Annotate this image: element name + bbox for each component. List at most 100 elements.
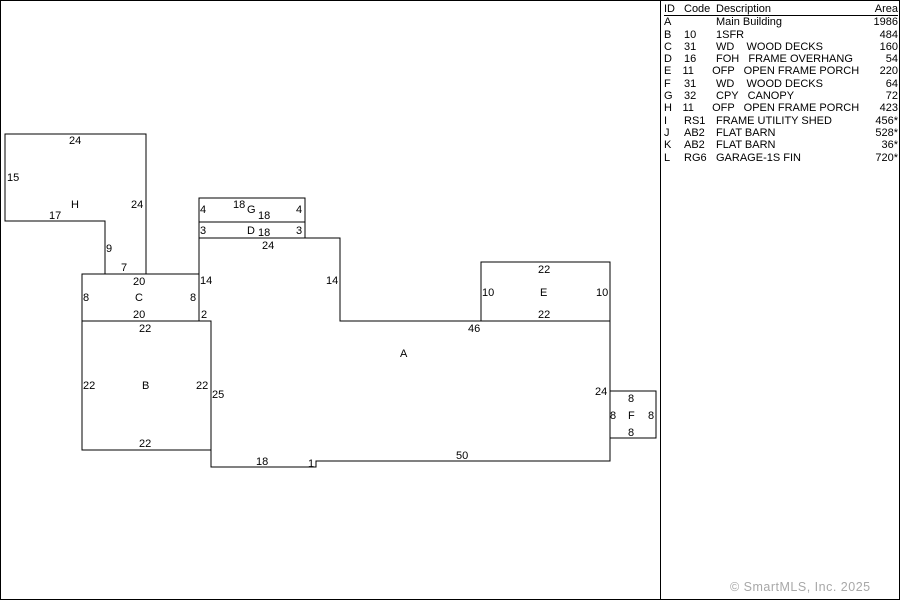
legend-cell-code: 11 — [682, 102, 694, 115]
area-label-a: A — [400, 348, 408, 360]
legend-cell-code: AB2 — [684, 126, 705, 139]
legend-header-code: Code — [684, 3, 711, 15]
dim-a-small: 2 — [201, 309, 207, 321]
legend-cell-id: F — [664, 77, 671, 90]
dim-a-right-inner: 14 — [326, 275, 338, 287]
legend-cell-code: RG6 — [684, 151, 707, 164]
legend-header-id: ID — [664, 3, 675, 15]
legend-cell-description: OFP OPEN FRAME PORCH — [712, 102, 860, 115]
legend-header-description: Description — [716, 3, 772, 15]
legend-cell-id: A — [664, 16, 672, 29]
copyright-watermark: © SmartMLS, Inc. 2025 — [730, 580, 871, 594]
legend-row: F 31 WD WOOD DECKS 64 — [664, 78, 898, 90]
dim-e-top: 22 — [538, 264, 550, 276]
legend-row: A Main Building 1986 — [664, 16, 898, 28]
dim-h-top: 24 — [69, 135, 81, 147]
area-label-c: C — [135, 292, 143, 304]
legend-cell-code: 16 — [684, 53, 697, 66]
dim-b-bottom: 22 — [139, 438, 151, 450]
legend-cell-description: OFP OPEN FRAME PORCH — [712, 65, 860, 78]
dim-d-right: 3 — [296, 225, 302, 237]
legend-cell-code: 10 — [684, 28, 697, 41]
area-e-outline — [480, 261, 611, 322]
legend-cell-id: G — [664, 90, 673, 103]
legend-header-area: Area — [874, 3, 898, 15]
dim-h-bottom: 17 — [49, 210, 61, 222]
dim-a-bottom-left: 18 — [256, 456, 268, 468]
area-label-h: H — [71, 199, 79, 211]
legend-cell-id: J — [664, 126, 670, 139]
legend-cell-id: D — [664, 53, 672, 66]
area-f-outline — [609, 390, 657, 439]
legend-cell-area: 54 — [885, 53, 898, 66]
dim-a-right: 24 — [595, 386, 607, 398]
dim-e-left: 10 — [482, 287, 494, 299]
legend-cell-area: 160 — [879, 40, 898, 53]
dim-e-bottom: 22 — [538, 309, 550, 321]
legend-header: ID Code Description Area — [664, 3, 898, 17]
dim-g-top: 18 — [233, 199, 245, 211]
legend-row: E 11 OFP OPEN FRAME PORCH 220 — [664, 65, 898, 77]
legend-cell-area: 72 — [885, 90, 898, 103]
dim-b-left: 22 — [83, 380, 95, 392]
dim-e-right: 10 — [596, 287, 608, 299]
dim-b-right: 22 — [196, 380, 208, 392]
legend-cell-description: FOH FRAME OVERHANG — [716, 53, 853, 66]
dim-a-lower-left: 25 — [212, 389, 224, 401]
legend-cell-id: C — [664, 40, 672, 53]
legend-cell-code: RS1 — [684, 114, 706, 127]
legend-cell-code: 11 — [682, 65, 694, 78]
legend-cell-description: Main Building — [716, 16, 783, 29]
legend-cell-area: 64 — [885, 77, 898, 90]
panel-divider — [660, 0, 661, 600]
legend-cell-code: 31 — [684, 77, 697, 90]
dim-a-top-left: 24 — [262, 240, 274, 252]
dim-f-bottom: 8 — [628, 427, 634, 439]
legend-cell-description: WD WOOD DECKS — [716, 40, 823, 53]
legend-cell-area: 484 — [879, 28, 898, 41]
area-label-e: E — [540, 287, 547, 299]
dim-b-top: 22 — [139, 323, 151, 335]
dim-h-inner-bottom: 7 — [121, 262, 127, 274]
legend-cell-description: GARAGE-1S FIN — [716, 151, 801, 164]
dim-f-right: 8 — [648, 410, 654, 422]
legend-cell-code — [684, 16, 716, 28]
dim-g-right: 4 — [296, 204, 302, 216]
legend-cell-id: K — [664, 139, 672, 152]
dim-c-left: 8 — [83, 292, 89, 304]
legend-cell-id: H — [664, 102, 672, 115]
dim-f-left: 8 — [610, 410, 616, 422]
legend-cell-id: B — [664, 28, 672, 41]
legend-cell-description: CPY CANOPY — [716, 90, 795, 103]
dim-c-right: 8 — [190, 292, 196, 304]
dim-d-left: 3 — [200, 225, 206, 237]
legend-cell-description: FRAME UTILITY SHED — [716, 114, 832, 127]
legend-cell-area: 220 — [879, 65, 898, 78]
dim-h-left: 15 — [7, 172, 19, 184]
legend-cell-code: AB2 — [684, 139, 705, 152]
dim-a-notch: 1 — [308, 458, 314, 470]
legend-cell-area: 423 — [879, 102, 898, 115]
legend-cell-area: 1986 — [873, 16, 898, 29]
legend-cell-id: E — [664, 65, 672, 78]
legend-cell-area: 36* — [881, 139, 898, 152]
area-label-b: B — [142, 380, 149, 392]
area-a-outline — [198, 237, 611, 468]
legend-cell-id: L — [664, 151, 671, 164]
legend-row: D 16 FOH FRAME OVERHANG 54 — [664, 53, 898, 65]
area-label-d: D — [247, 225, 255, 237]
legend-cell-id: I — [664, 114, 668, 127]
dim-c-bottom: 20 — [133, 309, 145, 321]
dim-g-left: 4 — [200, 204, 206, 216]
legend-cell-description: WD WOOD DECKS — [716, 77, 823, 90]
dim-d-bottom: 18 — [258, 227, 270, 239]
dim-c-top: 20 — [133, 276, 145, 288]
legend-cell-code: 32 — [684, 90, 697, 103]
